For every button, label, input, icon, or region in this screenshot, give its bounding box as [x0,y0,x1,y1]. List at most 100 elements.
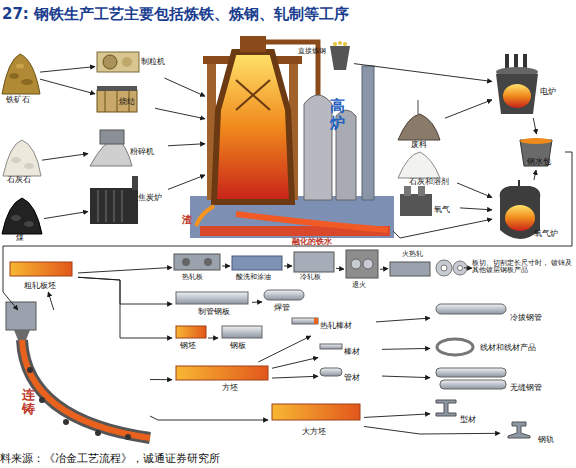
process-node: 废料 [395,105,445,151]
process-node: 钢轨 [500,418,572,448]
sinter-plant [97,90,137,112]
direct-steel-bucket [343,42,347,46]
continuous-caster [39,397,45,403]
flow-arrow [272,376,318,378]
blast-furnace [190,36,394,238]
continuous-caster [14,330,30,340]
iron-ore-pile [2,54,40,94]
node-label: 连铸 [22,388,36,417]
node-label: 退火 [352,282,366,290]
blast-furnace [236,214,388,230]
pelletizer [97,52,139,72]
blast-furnace [236,80,270,110]
coke-oven [106,190,107,222]
steel-products [320,344,342,349]
process-node: 酸洗和涂油 [230,248,284,284]
rolling-lines [441,265,447,271]
rolling-lines [351,259,361,269]
process-node: 棒材 [318,340,382,360]
process-node: 冷拔钢管 [430,300,572,326]
process-node: 焦炭炉 [88,182,168,228]
sinter-plant [105,90,106,112]
flow-arrow [222,266,230,267]
process-node: 方坯 [172,362,272,398]
rolling-lines [294,252,334,272]
flow-arrow [380,268,388,270]
flow-arrow [457,183,492,198]
flow-arrow [40,79,95,94]
crusher [90,130,132,166]
process-node: 石灰石 [2,138,42,188]
process-node: 粉碎机 [88,128,168,168]
flow-arrow [534,170,536,180]
flow-arrow [208,338,218,339]
steel-products [292,318,318,324]
steel-products [176,326,206,338]
flow-arrow [155,108,205,118]
node-label: 棒材 [344,348,360,356]
coal-pile [11,215,21,221]
flow-arrow [168,175,205,189]
lime-pile [398,152,440,178]
continuous-caster [95,430,101,436]
coal-pile [24,221,34,227]
blast-furnace [236,80,270,110]
node-label: 钢水包 [527,158,551,166]
flow-arrow [164,78,205,96]
electric-furnace [503,84,531,108]
flow-arrow [3,152,572,310]
rough-slab [10,262,72,276]
continuous-caster [27,367,33,373]
node-label: 热轧棒材 [320,322,352,330]
scrap-pile [398,114,440,140]
iron-ore-pile [2,54,40,94]
node-label: 铁矿石 [6,96,30,104]
process-node: 高炉 [205,36,393,241]
steel-products [272,404,360,420]
steel-products [314,318,318,324]
sinter-plant [117,90,118,112]
flow-arrow [252,301,262,302]
rolling-lines [363,259,373,269]
sinter-plant [97,86,137,112]
steel-products [436,304,506,314]
rolling-lines [174,254,220,270]
steel-products [437,339,473,355]
flow-arrow [48,292,54,310]
scrap-pile [418,100,419,114]
annotation: 渣 [182,214,192,225]
process-node: 钢板 [218,322,266,354]
flow-arrow [150,379,172,380]
process-node: 线材和线材产品 [430,336,572,358]
process-node: 石灰和溶剂 [395,150,457,190]
iron-ore-pile [16,64,24,69]
flow-arrow [382,348,430,350]
electric-furnace [496,54,538,114]
node-label: 冷轧板 [300,274,321,282]
limestone-pile [11,157,21,163]
process-node: 直接炼钢 [298,38,354,82]
node-label: 粉碎机 [130,148,154,156]
flow-arrow [284,266,292,267]
steel-products [176,290,530,438]
continuous-caster [6,302,150,440]
node-label: 焊管 [274,304,290,312]
node-label: 氧气炉 [534,230,558,238]
scrap-pile [398,100,440,140]
flow-arrow [354,64,492,82]
rolling-lines [204,258,212,266]
coke-oven [90,176,138,224]
continuous-caster [6,302,36,330]
node-label: 管材 [344,374,360,382]
flow-arrow [533,118,536,134]
pelletizer [122,57,132,67]
rolling-lines [458,266,463,271]
rolling-lines [346,250,378,278]
oxygen-plant [404,186,411,196]
node-label: 板切、切割定长尺寸时， 镀锌及其他镀层钢板产品 [472,260,574,274]
coke-oven [98,190,99,222]
node-label: 石灰和溶剂 [409,178,449,186]
figure-title: 27: 钢铁生产工艺主要包括炼铁、炼钢、轧制等工序 [2,5,349,24]
